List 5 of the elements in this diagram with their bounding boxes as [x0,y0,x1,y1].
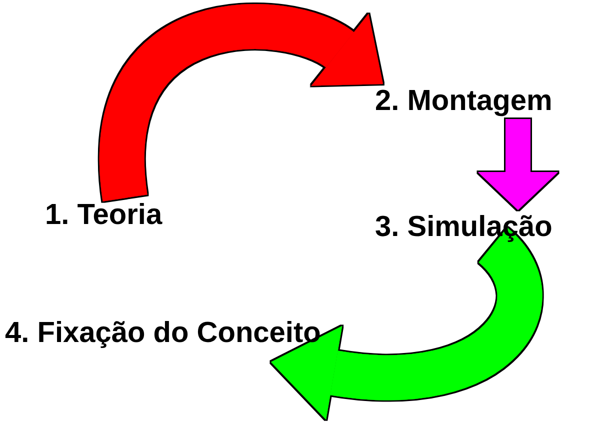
step-label: 2. Montagem [375,84,554,119]
step-label: 4. Fixação do Conceito [5,316,322,351]
curved-block-arrow [478,119,558,210]
step-label: 1. Teoria [45,198,164,233]
step-label: 3. Simulação [375,210,554,245]
